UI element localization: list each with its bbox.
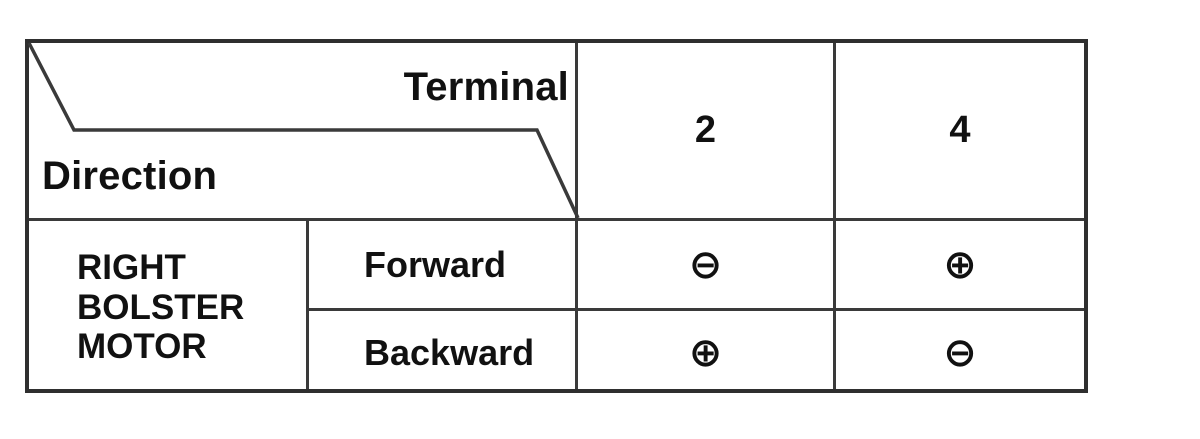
row-group-label-line-1: RIGHT: [77, 248, 186, 288]
row-divider: [306, 308, 1084, 311]
circled-plus-icon: ⊕: [688, 329, 723, 376]
cell-forward-terminal-2: ⊖: [578, 221, 833, 308]
header-terminal-2: 2: [694, 109, 717, 151]
corner-diagonal-divider: [27, 42, 580, 219]
header-body-divider: [29, 218, 1084, 221]
circled-minus-icon: ⊖: [688, 241, 723, 288]
row-group-label-line-3: MOTOR: [77, 327, 207, 367]
column-divider-direction: [306, 218, 309, 389]
circled-minus-icon: ⊖: [943, 329, 977, 376]
cell-backward-terminal-4: ⊖: [836, 311, 1084, 394]
table-row-direction-forward: Forward: [364, 243, 507, 285]
table-grid: Terminal Direction 2 4 RIGHT BOLSTER MOT…: [27, 42, 1084, 389]
terminal-polarity-table: Terminal Direction 2 4 RIGHT BOLSTER MOT…: [25, 39, 1088, 393]
row-group-label-right-bolster-motor: RIGHT BOLSTER MOTOR: [29, 221, 306, 394]
column-divider-terminal-4: [833, 43, 836, 389]
cell-forward-terminal-4: ⊕: [836, 221, 1084, 308]
header-terminal-4: 4: [949, 109, 971, 151]
cell-backward-terminal-2: ⊕: [578, 311, 833, 394]
header-label-terminal: Terminal: [403, 65, 569, 109]
column-divider-terminal-2: [575, 43, 578, 389]
header-label-direction: Direction: [42, 154, 218, 198]
circled-plus-icon: ⊕: [943, 241, 977, 288]
row-group-label-line-2: BOLSTER: [77, 287, 245, 327]
table-row-direction-backward: Backward: [364, 331, 535, 373]
